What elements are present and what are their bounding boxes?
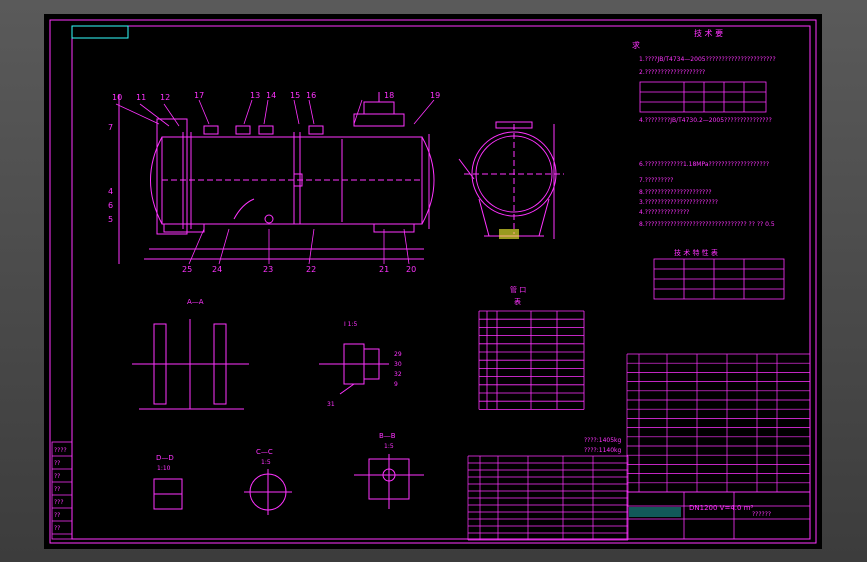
left-strip-label: ?? xyxy=(54,473,60,480)
drawing-number: ?????? xyxy=(752,511,771,518)
tech-title: 技 术 要 xyxy=(694,28,723,38)
front-callout-leaders xyxy=(115,99,435,265)
weight-line: ????:1140kg xyxy=(584,447,622,454)
callout: 18 xyxy=(384,91,394,100)
section-cc xyxy=(244,469,292,515)
callout: 23 xyxy=(263,265,273,274)
callout: 20 xyxy=(406,265,416,274)
drawing-canvas[interactable]: 10 11 12 17 13 14 15 16 18 19 4 6 5 7 25… xyxy=(44,14,822,549)
tech-req: 6.????????????1.18MPa??????????????????? xyxy=(639,161,769,168)
callout: 12 xyxy=(160,93,170,102)
section-dd xyxy=(153,478,183,510)
section-bb-scale: 1:5 xyxy=(384,443,394,450)
nozzle-title: 管 口 xyxy=(510,285,526,294)
section-bb-title: B—B xyxy=(379,432,396,440)
callout: 32 xyxy=(394,371,402,378)
callout: 25 xyxy=(182,265,192,274)
spec-title: 技 术 特 性 表 xyxy=(674,248,718,257)
tech-req: 8.???????????????????????????????? ?? ??… xyxy=(639,221,775,228)
callout: 4 xyxy=(108,187,113,196)
callout: 14 xyxy=(266,91,276,100)
callout: 9 xyxy=(394,381,398,388)
left-strip-label: ?? xyxy=(54,486,60,493)
tech-title-tail: 求 xyxy=(632,40,640,50)
title-block xyxy=(626,491,811,540)
tech-req: 2.??????????????????? xyxy=(639,69,705,76)
left-strip-label: ?? xyxy=(54,460,60,467)
corner-label-box xyxy=(71,25,129,39)
section-aa-title: A—A xyxy=(187,298,204,306)
section-bb xyxy=(354,454,424,509)
side-view-base-plate xyxy=(499,229,519,239)
technical-requirements: 技 术 要 求 1.????JB/T4734—2005?????????????… xyxy=(632,28,776,228)
cad-drawing: 10 11 12 17 13 14 15 16 18 19 4 6 5 7 25… xyxy=(49,19,817,544)
section-cc-scale: 1:5 xyxy=(261,459,271,466)
vessel-side-view xyxy=(458,121,564,239)
callout: 7 xyxy=(108,123,113,132)
callout: 31 xyxy=(327,401,335,408)
callout: 17 xyxy=(194,91,204,100)
left-strip-labels: ????????????????? xyxy=(54,447,67,532)
detail-scale: I 1:5 xyxy=(344,321,358,328)
vessel-front-view xyxy=(118,92,435,264)
left-strip-label: ??? xyxy=(54,499,64,506)
callout: 24 xyxy=(212,265,222,274)
product-spec: DN1200 V=4.0 m³ xyxy=(689,504,753,512)
callout: 6 xyxy=(108,201,113,210)
inner-border xyxy=(71,25,811,540)
left-strip-label: ???? xyxy=(54,447,67,454)
callout: 21 xyxy=(379,265,389,274)
parts-list-right xyxy=(626,353,811,493)
left-strip-label: ?? xyxy=(54,525,60,532)
tech-req: 4.????????JB/T4730.2—2005??????????????? xyxy=(639,117,772,124)
parts-list-bottom xyxy=(467,455,629,541)
callout: 10 xyxy=(112,93,122,102)
left-strip-label: ?? xyxy=(54,512,60,519)
spec-table xyxy=(653,258,785,300)
nozzle-table xyxy=(478,310,585,410)
requirements-table xyxy=(639,81,767,113)
callout: 5 xyxy=(108,215,113,224)
tech-req: 8.????????????????????? xyxy=(639,189,712,196)
section-dd-scale: 1:10 xyxy=(157,465,171,472)
nozzle-title2: 表 xyxy=(514,297,521,306)
callout: 15 xyxy=(290,91,300,100)
section-dd-title: D—D xyxy=(156,454,174,462)
left-revision-strip xyxy=(51,441,73,540)
tech-req: 7.????????? xyxy=(639,177,673,184)
callout: 22 xyxy=(306,265,316,274)
callout: 19 xyxy=(430,91,440,100)
callout: 30 xyxy=(394,361,402,368)
callout: 13 xyxy=(250,91,260,100)
callout: 11 xyxy=(136,93,146,102)
outer-border xyxy=(49,19,817,544)
tech-req: 3.??????????????????????? xyxy=(639,199,718,206)
detail-i xyxy=(319,343,389,395)
weight-line: ????:1405kg xyxy=(584,437,622,444)
section-aa xyxy=(132,319,249,410)
front-callouts: 10 11 12 17 13 14 15 16 18 19 4 6 5 7 25… xyxy=(108,91,440,274)
tech-req: 4.?????????????? xyxy=(639,209,689,216)
section-cc-title: C—C xyxy=(256,448,273,456)
callout: 29 xyxy=(394,351,402,358)
tech-req: 1.????JB/T4734—2005?????????????????????… xyxy=(639,56,776,63)
callout: 16 xyxy=(306,91,316,100)
title-block-highlight xyxy=(629,507,681,517)
